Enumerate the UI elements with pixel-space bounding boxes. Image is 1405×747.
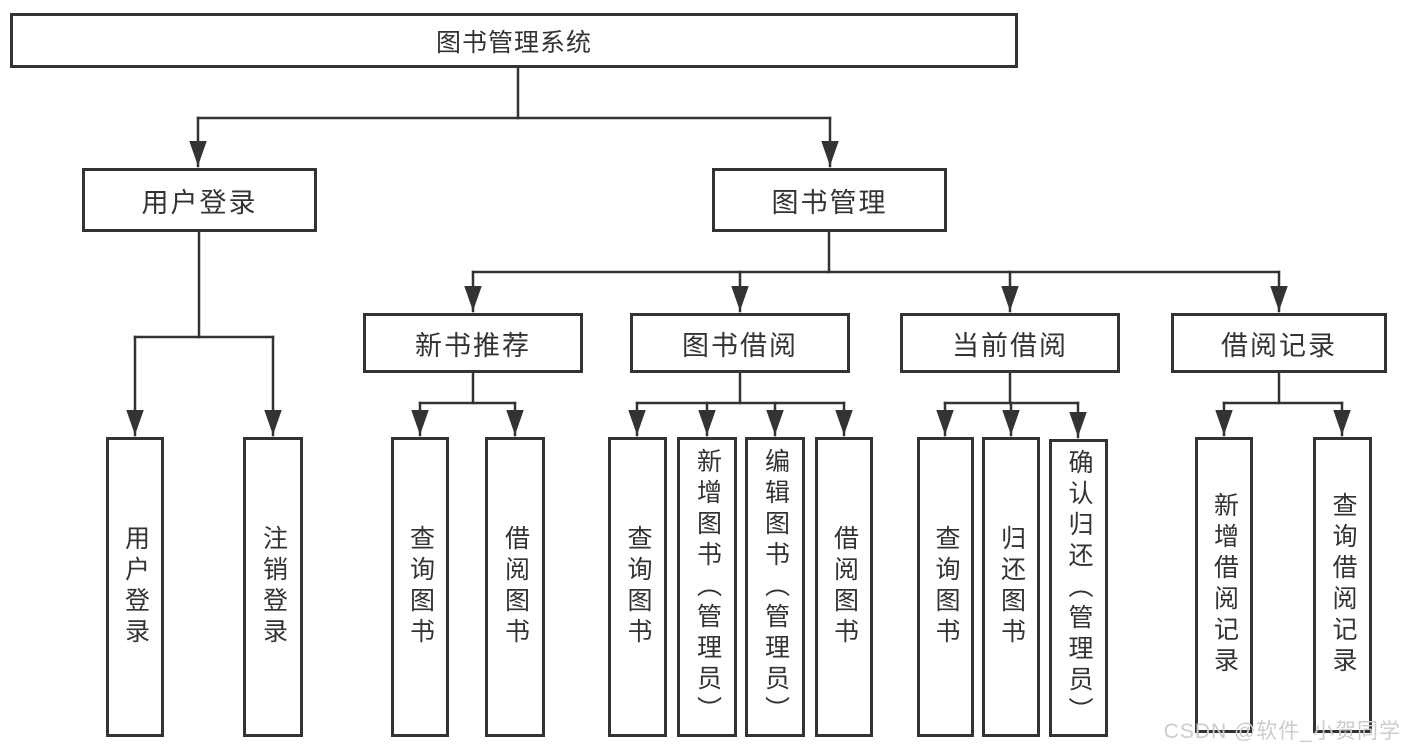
connector-current-borrow-children — [936, 371, 1087, 439]
leaf-newbook-borrow-books-label: 借阅图书 — [501, 525, 530, 649]
node-new-book-recommend: 新书推荐 — [363, 313, 583, 373]
leaf-edit-books-admin-label: 编辑图书（管理员） — [761, 447, 790, 727]
leaf-logout: 注销登录 — [243, 437, 303, 737]
leaf-newbook-query-books-label: 查询图书 — [406, 525, 435, 649]
node-borrow-records: 借阅记录 — [1171, 313, 1387, 373]
connector-book-borrow-children — [628, 371, 853, 437]
leaf-logout-label: 注销登录 — [259, 525, 288, 649]
leaf-add-books-admin-label: 新增图书（管理员） — [693, 447, 722, 727]
leaf-confirm-return-admin: 确认归还（管理员） — [1049, 439, 1108, 737]
connector-book-management-sections — [464, 230, 1288, 313]
node-book-management: 图书管理 — [712, 168, 947, 232]
leaf-user-login-label: 用户登录 — [121, 525, 150, 649]
leaf-newbook-borrow-books: 借阅图书 — [485, 437, 545, 737]
leaf-current-query-books: 查询图书 — [917, 437, 974, 737]
leaf-borrow-books-label: 借阅图书 — [830, 525, 859, 649]
leaf-return-books-label: 归还图书 — [997, 525, 1026, 649]
leaf-add-books-admin: 新增图书（管理员） — [677, 437, 737, 737]
leaf-return-books: 归还图书 — [982, 437, 1040, 737]
leaf-newbook-query-books: 查询图书 — [391, 437, 449, 737]
leaf-add-borrow-record: 新增借阅记录 — [1195, 437, 1253, 733]
leaf-user-login: 用户登录 — [106, 437, 164, 737]
connector-new-book-children — [411, 371, 524, 437]
leaf-query-borrow-record: 查询借阅记录 — [1313, 437, 1372, 733]
connector-root-to-level2 — [189, 65, 839, 168]
leaf-confirm-return-admin-label: 确认归还（管理员） — [1065, 448, 1093, 728]
csdn-watermark: CSDN @软件_小贺同学 — [1163, 720, 1401, 743]
connector-user-login-children — [126, 230, 282, 437]
connector-borrow-records-children — [1215, 371, 1351, 437]
leaf-current-query-books-label: 查询图书 — [932, 525, 960, 649]
node-root-library-system: 图书管理系统 — [10, 13, 1018, 68]
node-book-borrow: 图书借阅 — [630, 313, 850, 373]
leaf-query-borrow-record-label: 查询借阅记录 — [1329, 492, 1357, 678]
leaf-borrow-query-books: 查询图书 — [608, 437, 667, 737]
node-user-login: 用户登录 — [82, 168, 317, 232]
node-current-borrow: 当前借阅 — [900, 313, 1120, 373]
leaf-borrow-books: 借阅图书 — [815, 437, 873, 737]
leaf-edit-books-admin: 编辑图书（管理员） — [745, 437, 805, 737]
leaf-borrow-query-books-label: 查询图书 — [624, 525, 652, 649]
leaf-add-borrow-record-label: 新增借阅记录 — [1210, 492, 1239, 678]
